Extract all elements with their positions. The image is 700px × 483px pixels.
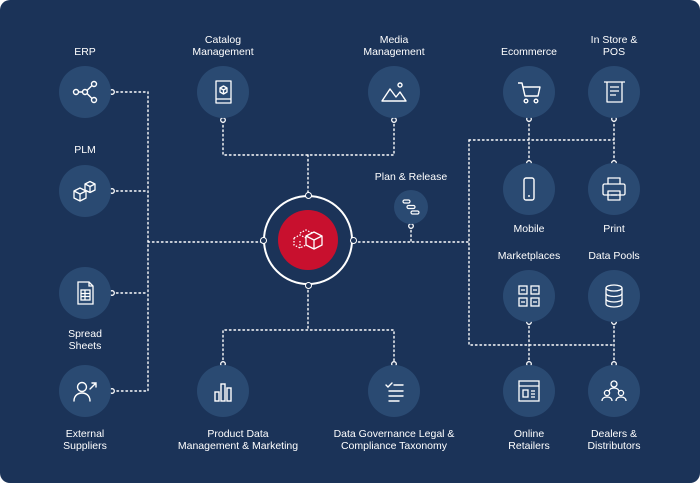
spreadsheets-label: Spread Sheets	[68, 328, 102, 352]
mobile-label: Mobile	[513, 223, 545, 235]
cart-icon	[518, 82, 541, 104]
printer-icon	[602, 177, 626, 201]
media-management-label: Media Management	[363, 34, 425, 58]
data-pools-label: Data Pools	[588, 250, 640, 262]
database-icon	[605, 284, 623, 308]
people-icon	[601, 380, 627, 402]
marketplaces-node[interactable]	[503, 270, 555, 322]
mobile-node[interactable]	[503, 163, 555, 215]
user-arrow-icon	[73, 381, 97, 402]
product-data-node[interactable]	[197, 365, 249, 417]
image-mountain-icon	[381, 82, 407, 102]
catalog-management-node[interactable]	[197, 66, 249, 118]
dealers-distributors-node[interactable]	[588, 365, 640, 417]
product-data-label: Product Data Management & Marketing	[177, 428, 299, 452]
online-retailers-node[interactable]	[503, 365, 555, 417]
grid-icon	[518, 285, 540, 307]
browser-window-icon	[518, 380, 540, 402]
catalog-management-label: Catalog Management	[192, 34, 254, 58]
ecommerce-label: Ecommerce	[500, 46, 558, 58]
mobile-phone-icon	[523, 177, 535, 201]
catalog-book-icon	[215, 80, 232, 104]
media-management-node[interactable]	[368, 66, 420, 118]
marketplaces-label: Marketplaces	[497, 250, 561, 262]
online-retailers-label: Online Retailers	[508, 428, 550, 452]
erp-label: ERP	[74, 46, 96, 58]
data-governance-label: Data Governance Legal & Compliance Taxon…	[333, 428, 455, 452]
ecommerce-node[interactable]	[503, 66, 555, 118]
network-icon	[72, 80, 98, 104]
external-suppliers-label: External Suppliers	[63, 428, 107, 452]
erp-node[interactable]	[59, 66, 111, 118]
plm-label: PLM	[74, 144, 96, 156]
boxes-hub-icon	[293, 229, 323, 250]
checklist-icon	[385, 382, 404, 402]
data-governance-node[interactable]	[368, 365, 420, 417]
cubes-icon	[73, 180, 96, 202]
hub-connector-right	[349, 236, 357, 244]
spreadsheet-icon	[77, 281, 94, 305]
bar-chart-icon	[214, 383, 232, 402]
print-node[interactable]	[588, 163, 640, 215]
timeline-icon	[402, 199, 420, 215]
hub-node[interactable]	[278, 210, 338, 270]
spreadsheets-node[interactable]	[59, 267, 111, 319]
receipt-icon	[604, 81, 625, 103]
dealers-distributors-label: Dealers & Distributors	[587, 428, 641, 452]
plm-node[interactable]	[59, 165, 111, 217]
print-label: Print	[603, 223, 625, 235]
hub-connector-left	[259, 236, 267, 244]
plan-release-label: Plan & Release	[374, 171, 448, 183]
data-pools-node[interactable]	[588, 270, 640, 322]
external-suppliers-node[interactable]	[59, 365, 111, 417]
hub-connector-bottom	[304, 281, 312, 289]
plan-release-node[interactable]	[394, 190, 428, 224]
in-store-pos-label: In Store & POS	[590, 34, 638, 58]
in-store-pos-node[interactable]	[588, 66, 640, 118]
hub-connector-top	[304, 191, 312, 199]
